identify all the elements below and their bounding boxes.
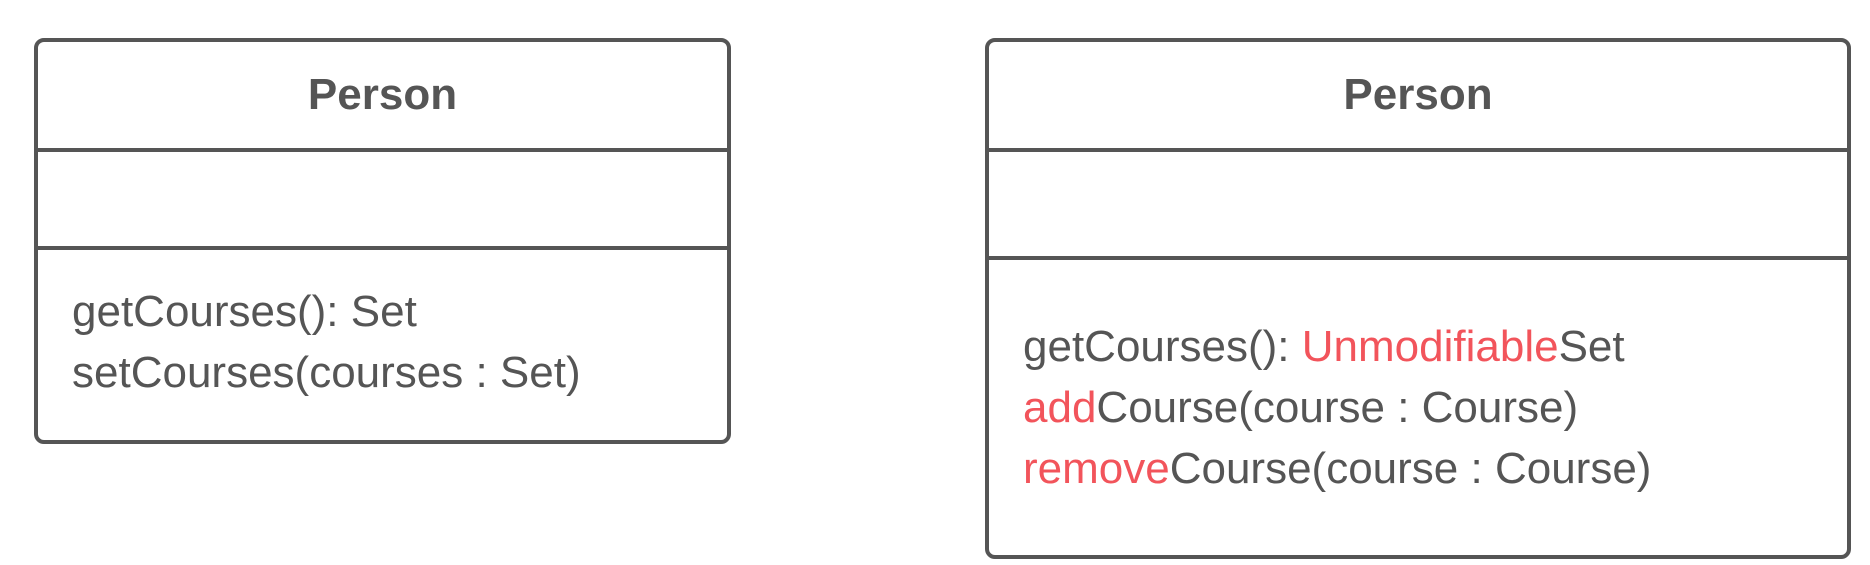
operation-text: Course(course : Course) xyxy=(1169,444,1652,493)
operation-get-courses: getCourses(): UnmodifiableSet xyxy=(1023,316,1847,377)
operation-remove-course: removeCourse(course : Course) xyxy=(1023,438,1847,499)
operation-text: Course(course : Course) xyxy=(1096,383,1579,432)
class-name: Person xyxy=(989,42,1847,152)
highlighted-change: Unmodifiable xyxy=(1301,322,1559,371)
operation-set-courses: setCourses(courses : Set) xyxy=(72,348,581,397)
class-name: Person xyxy=(38,42,727,152)
operation-get-courses: getCourses(): Set xyxy=(72,287,417,336)
attributes-compartment xyxy=(38,152,727,250)
operations-compartment: getCourses(): Set setCourses(courses : S… xyxy=(38,250,727,440)
operation-text: Set xyxy=(1558,322,1625,371)
uml-class-person-revised: Person getCourses(): UnmodifiableSet add… xyxy=(985,38,1851,559)
operation-add-course: addCourse(course : Course) xyxy=(1023,377,1847,438)
operation-text: getCourses(): xyxy=(1023,322,1302,371)
operations-compartment: getCourses(): UnmodifiableSet addCourse(… xyxy=(989,260,1847,555)
uml-class-person-original: Person getCourses(): Set setCourses(cour… xyxy=(34,38,731,444)
attributes-compartment xyxy=(989,152,1847,260)
highlighted-change: add xyxy=(1023,383,1097,432)
highlighted-change: remove xyxy=(1023,444,1170,493)
